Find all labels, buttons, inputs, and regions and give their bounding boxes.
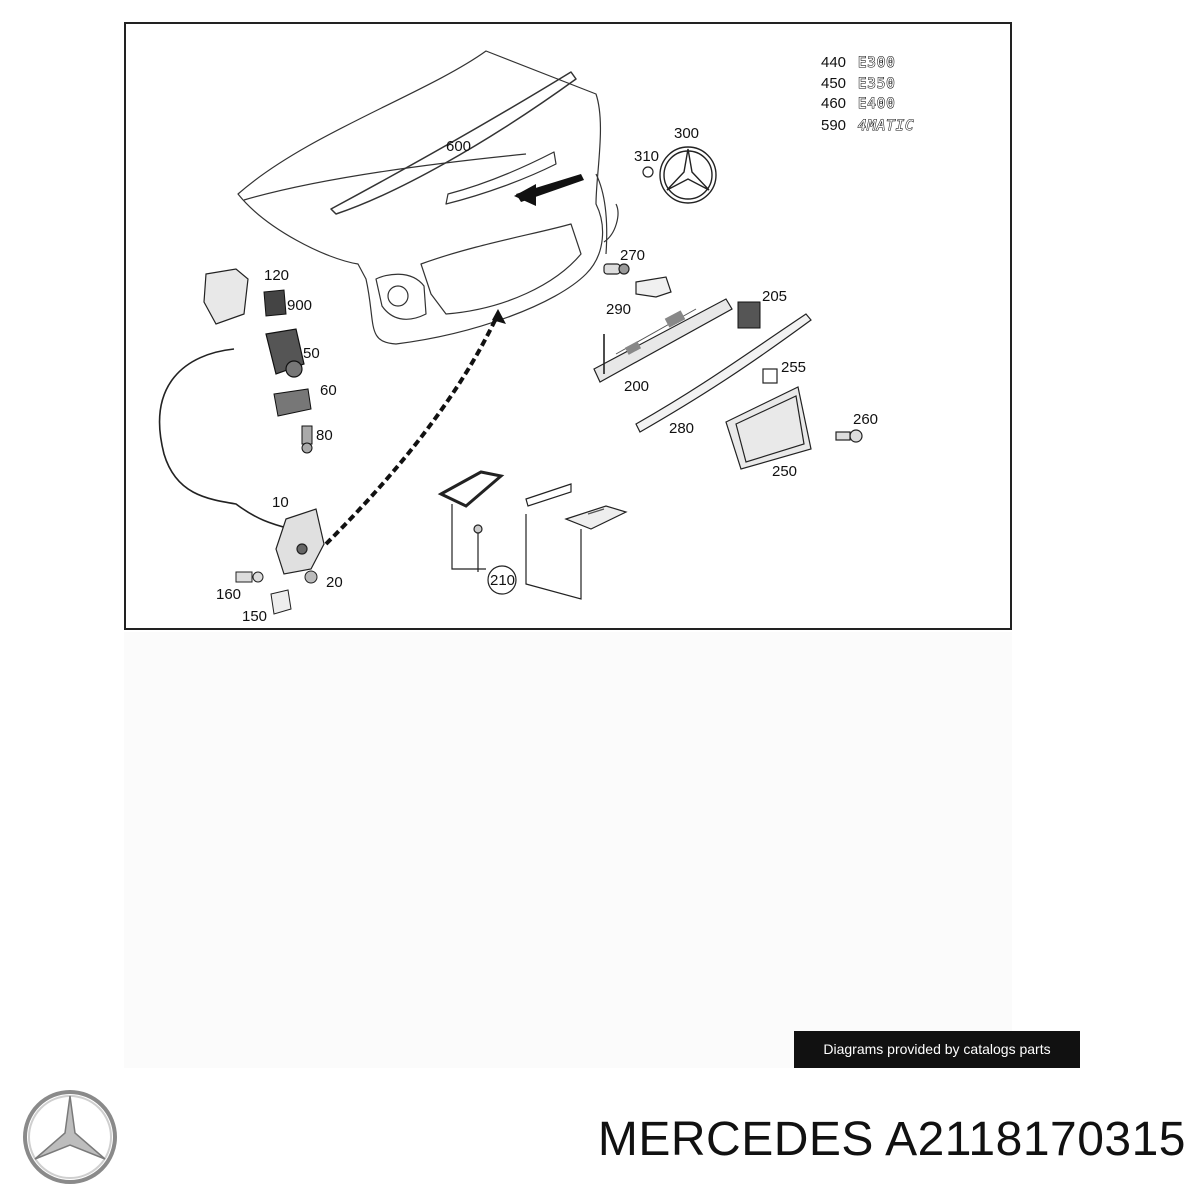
part-60 (273, 388, 312, 417)
screw-160 (235, 571, 264, 583)
mercedes-star-icon (23, 1090, 117, 1184)
callout-590: 590 (821, 117, 846, 134)
callout-60: 60 (320, 382, 337, 399)
lock-cover (203, 268, 249, 325)
page-title: MERCEDES A2118170315 (597, 1113, 1186, 1166)
callout-900: 900 (287, 297, 312, 314)
part-900 (263, 289, 287, 317)
diagram-drawing: 440 E300 450 E350 460 E400 590 4MATIC 60… (158, 50, 915, 625)
part-80 (301, 425, 313, 454)
trunk-latch (275, 508, 325, 575)
callout-440: 440 (821, 54, 846, 71)
license-plate (725, 386, 812, 470)
variant-list: 440 E300 450 E350 460 E400 590 4MATIC (821, 54, 915, 135)
callout-150: 150 (242, 608, 267, 625)
callout-600: 600 (446, 138, 471, 155)
trunk-lid (237, 50, 604, 345)
credit-banner: Diagrams provided by catalogs parts (794, 1031, 1080, 1068)
callout-260: 260 (853, 411, 878, 428)
clip-255 (762, 368, 778, 384)
callout-210: 210 (490, 572, 515, 589)
callout-290: 290 (606, 301, 631, 318)
blank-area (124, 632, 1012, 1068)
screw-20 (304, 570, 318, 584)
parts-diagram: 440 E300 450 E350 460 E400 590 4MATIC 60… (124, 22, 1012, 630)
bracket-290 (635, 276, 672, 298)
callout-210-circle (487, 565, 517, 595)
arrow-lock-indicator (324, 313, 500, 546)
callout-460: 460 (821, 95, 846, 112)
badge-e350: E350 (858, 76, 896, 92)
callout-10: 10 (272, 494, 289, 511)
callout-200: 200 (624, 378, 649, 395)
switch-205 (737, 301, 761, 329)
handle-strip (593, 298, 733, 383)
seal-kit (437, 470, 628, 600)
screw-260 (835, 429, 863, 443)
release-cable (158, 348, 292, 530)
callout-270: 270 (620, 247, 645, 264)
callout-50: 50 (303, 345, 320, 362)
callout-160: 160 (216, 586, 241, 603)
callout-250: 250 (772, 463, 797, 480)
callout-120: 120 (264, 267, 289, 284)
callout-310: 310 (634, 148, 659, 165)
callout-280: 280 (669, 420, 694, 437)
part-150 (270, 589, 292, 615)
callout-255: 255 (781, 359, 806, 376)
chrome-trim (635, 313, 812, 433)
badge-e400: E400 (858, 96, 896, 112)
badge-e300: E300 (858, 55, 896, 71)
callout-80: 80 (316, 427, 333, 444)
lock-cylinder (265, 328, 305, 378)
rear-spoiler (330, 71, 577, 215)
callout-300: 300 (674, 125, 699, 142)
badge-4matic: 4MATIC (858, 118, 915, 134)
screw-270 (603, 263, 630, 275)
star-emblem (659, 146, 717, 204)
callout-205: 205 (762, 288, 787, 305)
callout-450: 450 (821, 75, 846, 92)
emblem-clip (642, 166, 654, 178)
callout-20: 20 (326, 574, 343, 591)
